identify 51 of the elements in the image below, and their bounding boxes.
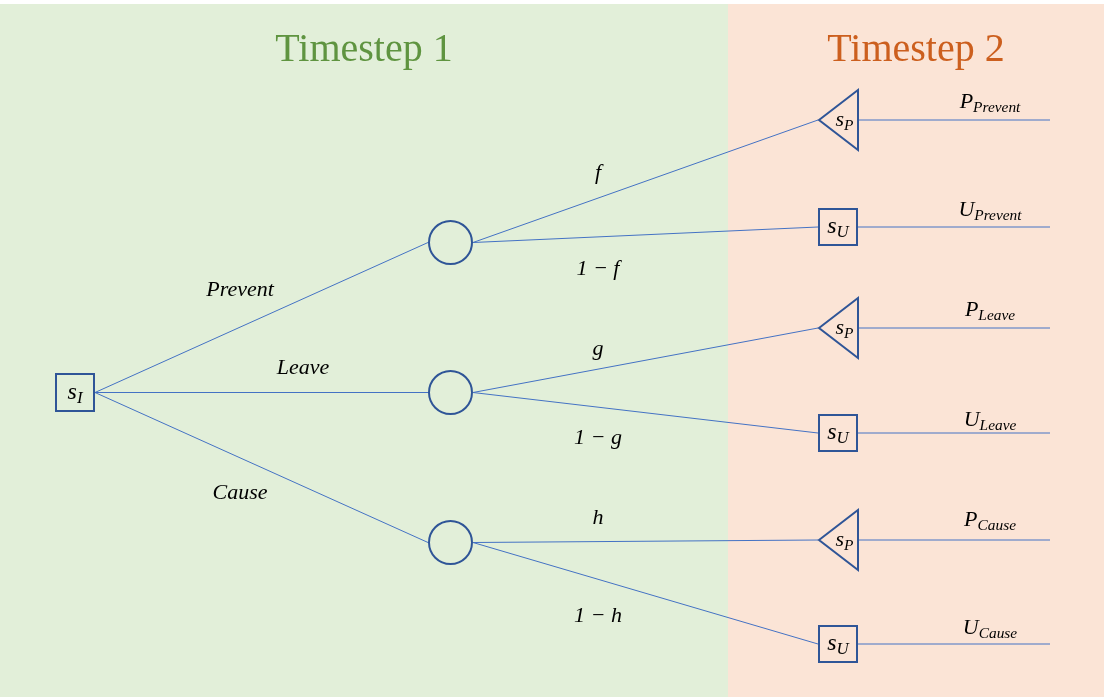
state-triangle: [818, 89, 859, 151]
state-box: [818, 208, 858, 246]
panel-title: Timestep 2: [826, 24, 1006, 71]
state-label: s$_{U}$: [827, 419, 849, 447]
edge-label: P$_{Prevent}$: [959, 89, 1021, 115]
chance-circle: [428, 520, 473, 565]
connector-line: [857, 432, 1051, 434]
connector-line: [472, 392, 819, 434]
state-box: [818, 625, 858, 663]
connector-line: [94, 242, 429, 393]
state-label: s$_{U}$: [827, 630, 849, 658]
connector-line: [857, 643, 1051, 645]
state-label: s$_{P}$: [835, 527, 854, 553]
chance-circle: [428, 220, 473, 265]
panel-title: Timestep 1: [274, 24, 454, 71]
connector-line: [858, 119, 1051, 121]
timestep-panel: [728, 4, 1104, 697]
edge-label: g: [592, 337, 604, 359]
connector-line: [858, 539, 1051, 541]
connector-line: [472, 327, 819, 393]
state-box: [55, 373, 95, 412]
connector-line: [472, 542, 819, 645]
edge-label: U$_{Leave}$: [963, 407, 1017, 433]
edge-label: Leave: [276, 356, 330, 378]
edge-label: 1 − f: [576, 257, 620, 279]
edge-label: U$_{Cause}$: [962, 615, 1018, 641]
connector-line: [94, 392, 429, 543]
state-triangle: [818, 297, 859, 359]
edge-label: Cause: [212, 481, 268, 503]
state-label: s$_{P}$: [835, 107, 854, 133]
edge-label: P$_{Leave}$: [964, 297, 1016, 323]
connector-line: [858, 327, 1051, 329]
state-label: s$_{P}$: [835, 315, 854, 341]
edge-label: 1 − h: [574, 604, 622, 626]
edge-label: P$_{Cause}$: [964, 507, 1016, 533]
connector-line: [472, 539, 819, 543]
edge-label: f: [594, 161, 602, 183]
connector-line: [472, 226, 819, 243]
timestep-panel: [0, 4, 728, 697]
state-triangle: [818, 509, 859, 571]
connector-line: [857, 226, 1051, 228]
edge-label: U$_{Prevent}$: [958, 197, 1022, 223]
connector-line: [472, 119, 819, 243]
state-label: s$_{I}$: [67, 378, 83, 407]
chance-circle: [428, 370, 473, 415]
edge-label: h: [592, 506, 604, 528]
edge-label: Prevent: [206, 278, 274, 300]
edge-label: 1 − g: [574, 426, 622, 448]
connector-line: [94, 392, 429, 393]
state-label: s$_{U}$: [827, 213, 849, 241]
state-box: [818, 414, 858, 452]
